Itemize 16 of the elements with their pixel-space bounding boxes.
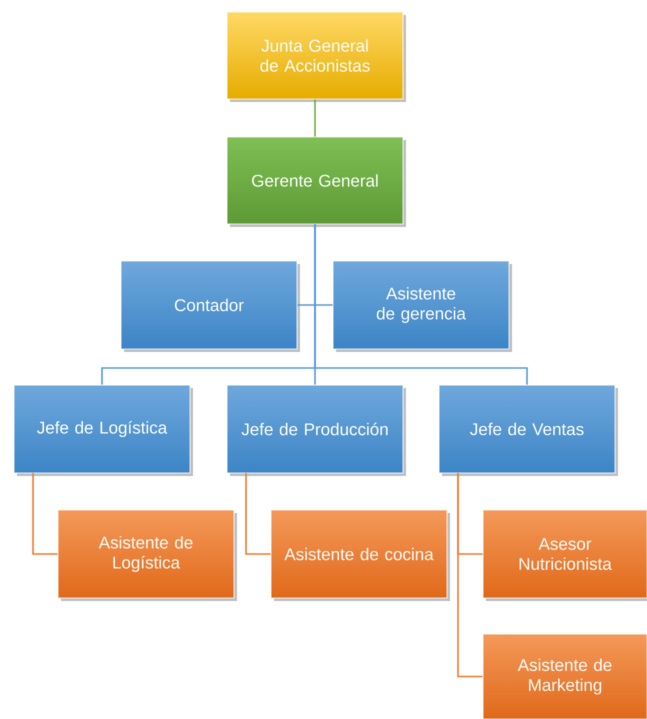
org-box: Jefe de Producción — [226, 384, 406, 476]
org-box: Asistente de cocina — [270, 510, 450, 601]
org-box: Jefe de Logística — [14, 384, 193, 476]
connector-line — [32, 473, 58, 555]
connector-line — [245, 473, 271, 555]
org-box: Asesor Nutricionista — [482, 510, 647, 601]
org-box: Jefe de Ventas — [438, 384, 618, 476]
org-box: Contador — [120, 260, 300, 352]
connector-line — [314, 224, 528, 385]
org-box: Junta General de Accionistas — [226, 12, 406, 102]
connector-line — [457, 473, 483, 678]
org-box: Asistente de gerencia — [332, 260, 512, 352]
org-box: Asistente de Marketing — [482, 634, 647, 719]
org-box: Gerente General — [226, 136, 406, 227]
connector-line — [314, 99, 316, 137]
org-box: Asistente de Logística — [58, 510, 237, 601]
